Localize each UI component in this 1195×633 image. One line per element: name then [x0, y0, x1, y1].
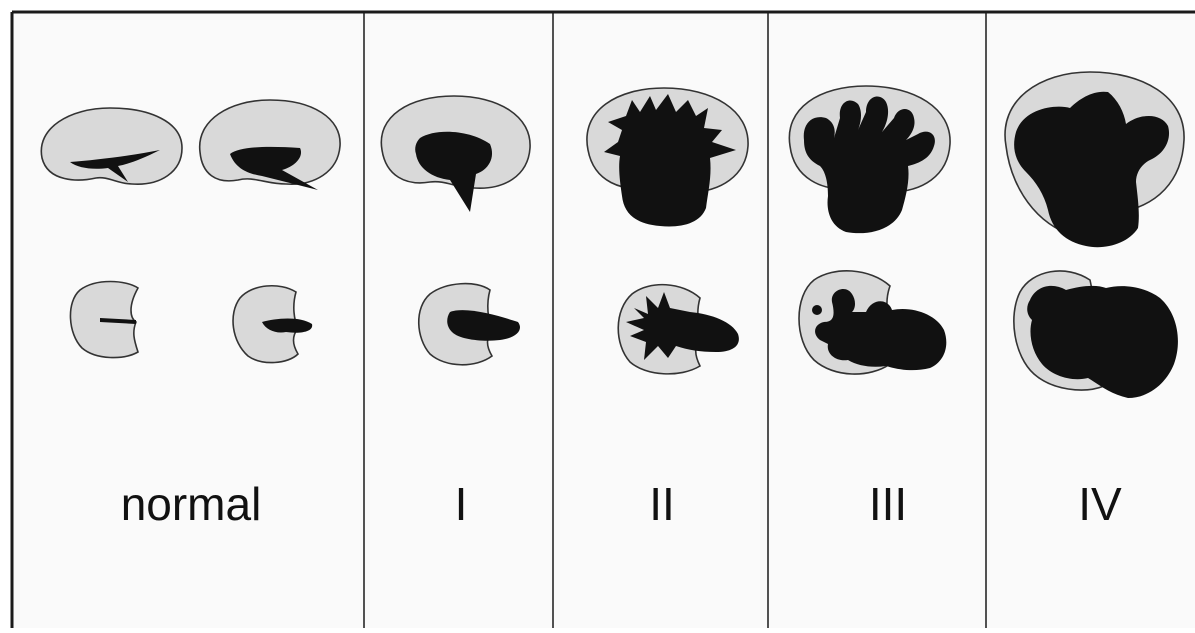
normal-kidney-transverse-1: [70, 282, 138, 358]
panel-label-grade-2: II: [649, 478, 675, 530]
normal-kidney-sagittal-1: [41, 108, 182, 184]
panel-label-grade-4: IV: [1078, 478, 1122, 530]
panel-label-normal: normal: [121, 478, 262, 530]
panel-label-grade-3: III: [869, 478, 907, 530]
normal-kidney-sagittal-2: [200, 100, 340, 190]
panel-label-grade-1: I: [455, 478, 468, 530]
